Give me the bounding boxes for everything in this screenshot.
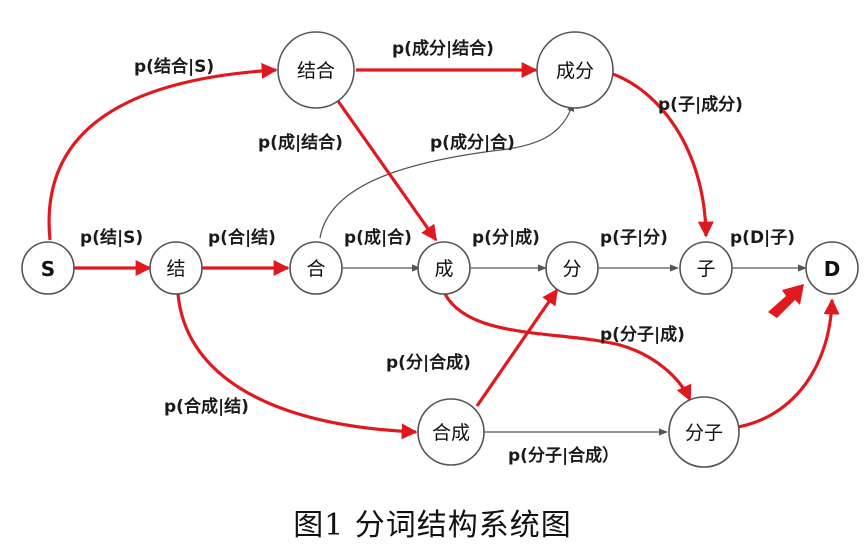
label-zi-D: p(D|子) xyxy=(730,228,795,248)
label-hecheng-fen: p(分|合成) xyxy=(386,352,471,373)
node-jiehe: 结合 xyxy=(277,31,355,109)
svg-text:成分: 成分 xyxy=(556,60,594,82)
svg-text:合成: 合成 xyxy=(432,422,470,444)
label-fen-zi: p(子|分) xyxy=(600,228,668,248)
label-jiehe-chengfen: p(成分|结合) xyxy=(392,38,494,59)
node-fen: 分 xyxy=(545,241,599,295)
svg-text:成: 成 xyxy=(434,258,453,280)
svg-text:结合: 结合 xyxy=(297,60,335,82)
edge-he-chengfen xyxy=(319,102,575,239)
node-zi: 子 xyxy=(679,241,733,295)
svg-text:D: D xyxy=(824,257,841,281)
svg-text:结: 结 xyxy=(166,258,185,280)
node-D: D xyxy=(805,241,859,295)
node-fenzi: 分子 xyxy=(668,396,740,468)
node-jie: 结 xyxy=(149,241,203,295)
node-he: 合 xyxy=(289,241,343,295)
label-S-jiehe: p(结合|S) xyxy=(134,56,214,77)
edge-fenzi-D xyxy=(731,298,840,430)
figure-caption: 图1 分词结构系统图 xyxy=(293,508,572,543)
svg-text:分: 分 xyxy=(562,258,581,280)
edge-hecheng-fen xyxy=(475,288,559,407)
label-cheng-fenzi: p(分子|成) xyxy=(600,324,685,345)
edge-cheng-fenzi xyxy=(443,293,692,402)
node-cheng: 成 xyxy=(417,241,471,295)
svg-text:S: S xyxy=(41,257,55,281)
svg-text:合: 合 xyxy=(306,258,325,280)
label-chengfen-zi: p(子|成分) xyxy=(658,94,743,115)
label-jie-hecheng: p(合成|结) xyxy=(164,396,249,417)
pointer-arrow-icon xyxy=(768,284,804,318)
edge-jie-hecheng xyxy=(176,293,418,440)
label-hecheng-fenzi: p(分子|合成） xyxy=(508,445,619,466)
label-jie-he: p(合|结) xyxy=(208,227,276,248)
svg-text:子: 子 xyxy=(696,258,715,280)
edge-S-jiehe xyxy=(47,62,278,241)
node-hecheng: 合成 xyxy=(417,398,485,466)
label-S-jie: p(结|S) xyxy=(80,227,143,248)
svg-text:分子: 分子 xyxy=(685,422,723,444)
segmentation-diagram: S 结 合 成 分 子 D 结合 成分 合成 分子 p(结合|S) p(成分| xyxy=(21,31,859,468)
label-he-chengfen: p(成分|合) xyxy=(430,132,515,153)
node-S: S xyxy=(21,241,75,295)
label-cheng-fen: p(分|成) xyxy=(472,227,540,248)
node-chengfen: 成分 xyxy=(536,31,614,109)
label-jiehe-cheng: p(成|结合) xyxy=(258,132,343,153)
label-he-cheng: p(成|合) xyxy=(344,227,412,248)
edge-chengfen-zi xyxy=(609,71,714,238)
edge-jiehe-cheng xyxy=(336,100,438,242)
